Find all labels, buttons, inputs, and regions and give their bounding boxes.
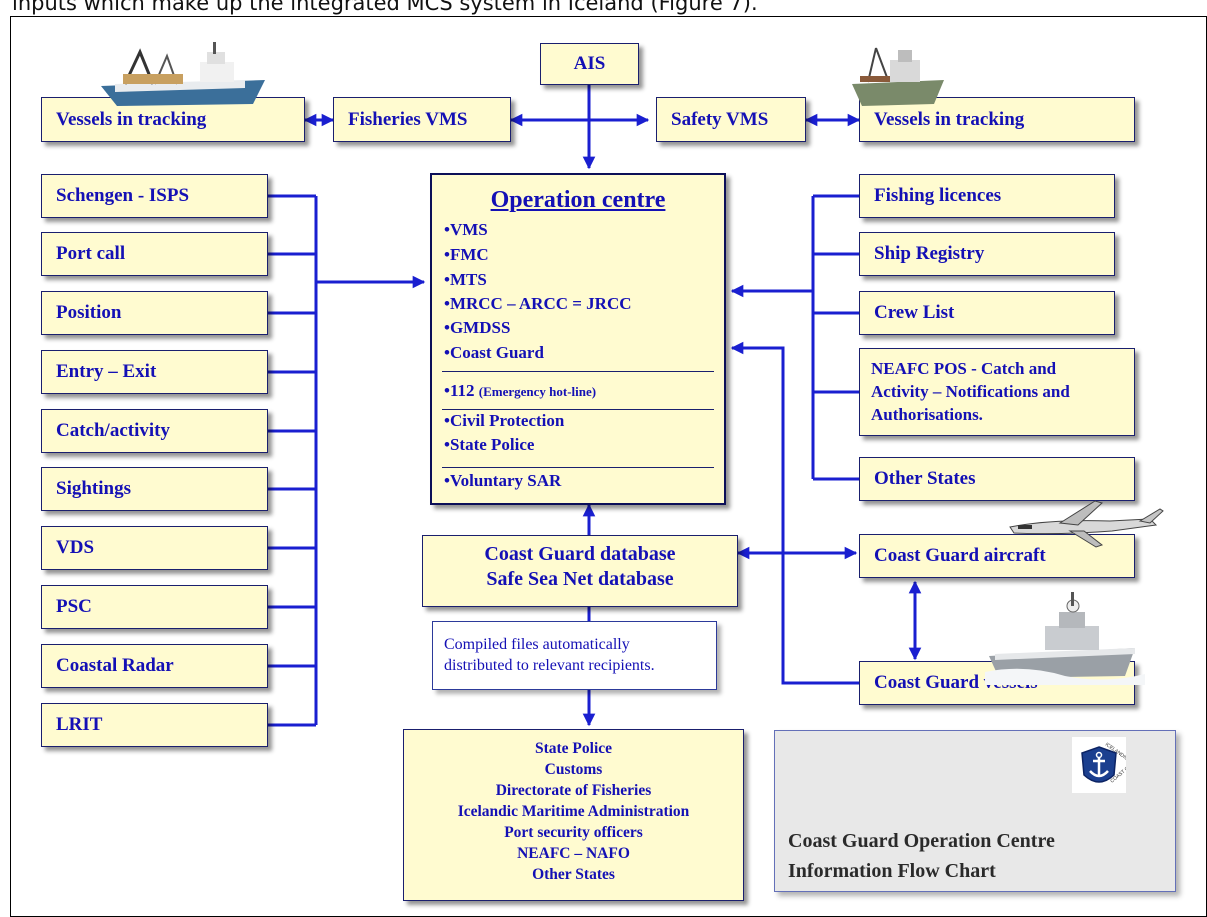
vessels-in-tracking-right-label: Vessels in tracking xyxy=(874,108,1025,130)
patrol-vessel-icon xyxy=(985,592,1145,685)
right-input-other-states: Other States xyxy=(859,457,1135,501)
op-divider xyxy=(442,409,714,410)
chart-title: Coast Guard Operation Centre Information… xyxy=(788,826,1055,886)
operation-centre-box: Operation centre •VMS •FMC •MTS •MRCC – … xyxy=(430,173,726,505)
right-input-ship-registry: Ship Registry xyxy=(859,232,1115,276)
left-input-label: PSC xyxy=(56,596,92,617)
left-input-label: Entry – Exit xyxy=(56,361,157,382)
recipient-item: Port security officers xyxy=(504,824,643,841)
fisheries-vms-box: Fisheries VMS xyxy=(333,97,511,142)
right-input-label: Ship Registry xyxy=(874,243,985,264)
left-input-label: Coastal Radar xyxy=(56,655,174,676)
left-input-label: Catch/activity xyxy=(56,420,170,441)
left-input-entry-exit: Entry – Exit xyxy=(41,350,268,394)
right-input-label: Crew List xyxy=(874,302,955,323)
fishing-boat-icon xyxy=(852,47,944,106)
recipient-item: Icelandic Maritime Administration xyxy=(457,803,690,820)
op-item-voluntary-sar: •Voluntary SAR xyxy=(444,471,562,490)
neafc-line: NEAFC POS - Catch and xyxy=(871,359,1057,378)
recipient-item: Directorate of Fisheries xyxy=(495,782,652,799)
left-input-label: Port call xyxy=(56,243,126,264)
left-input-port-call: Port call xyxy=(41,232,268,276)
right-input-neafc-pos: NEAFC POS - Catch and Activity – Notific… xyxy=(859,348,1135,436)
vessels-in-tracking-left-box: Vessels in tracking xyxy=(41,97,305,142)
op-item-mts: •MTS xyxy=(444,270,487,289)
database-line-2: Safe Sea Net database xyxy=(486,568,674,590)
safety-vms-box: Safety VMS xyxy=(656,97,806,142)
compiled-files-note: Compiled files automatically distributed… xyxy=(432,621,717,690)
hotline-note: (Emergency hot-line) xyxy=(478,384,597,399)
left-input-label: Schengen - ISPS xyxy=(56,185,190,206)
recipient-item: Other States xyxy=(532,866,615,883)
left-input-schengen-isps: Schengen - ISPS xyxy=(41,174,268,218)
op-item-gmdss: •GMDSS xyxy=(444,318,511,337)
left-input-sightings: Sightings xyxy=(41,467,268,511)
left-input-label: Position xyxy=(56,302,122,323)
coast-guard-database-box: Coast Guard database Safe Sea Net databa… xyxy=(422,535,738,607)
op-item-vms: •VMS xyxy=(444,220,488,239)
left-input-psc: PSC xyxy=(41,585,268,629)
op-divider xyxy=(442,467,714,468)
hotline-number: •112 xyxy=(444,381,475,400)
chart-title-line-1: Coast Guard Operation Centre xyxy=(788,830,1055,852)
left-input-label: Sightings xyxy=(56,478,131,499)
recipient-item: NEAFC – NAFO xyxy=(517,845,630,862)
right-input-label: Other States xyxy=(874,468,976,489)
right-input-label: Fishing licences xyxy=(874,185,1002,206)
op-item-hotline: •112 (Emergency hot-line) xyxy=(444,381,596,401)
op-item-mrcc: •MRCC – ARCC = JRCC xyxy=(444,294,632,313)
right-input-crew-list: Crew List xyxy=(859,291,1115,335)
figure-caption: inputs which make up the integrated MCS … xyxy=(12,0,758,15)
coast-guard-aircraft-box: Coast Guard aircraft xyxy=(859,534,1135,578)
op-divider xyxy=(442,371,714,372)
recipient-item: State Police xyxy=(534,740,613,757)
compiled-line: distributed to relevant recipients. xyxy=(444,657,655,674)
aircraft-label: Coast Guard aircraft xyxy=(874,545,1046,566)
left-input-lrit: LRIT xyxy=(41,703,268,747)
op-item-coast-guard: •Coast Guard xyxy=(444,343,544,362)
recipients-box: State Police Customs Directorate of Fish… xyxy=(403,729,744,901)
chart-title-line-2: Information Flow Chart xyxy=(788,860,996,882)
left-input-label: LRIT xyxy=(56,714,103,735)
safety-vms-label: Safety VMS xyxy=(671,108,769,130)
database-line-1: Coast Guard database xyxy=(484,543,676,565)
left-input-label: VDS xyxy=(56,537,95,558)
op-item-state-police: •State Police xyxy=(444,435,535,454)
op-item-fmc: •FMC xyxy=(444,245,489,264)
operation-centre-title: Operation centre xyxy=(490,187,666,213)
left-input-vds: VDS xyxy=(41,526,268,570)
compiled-line: Compiled files automatically xyxy=(444,636,630,653)
recipient-item: Customs xyxy=(544,761,603,778)
ais-label: AIS xyxy=(573,53,606,74)
neafc-line: Authorisations. xyxy=(871,405,983,424)
left-input-coastal-radar: Coastal Radar xyxy=(41,644,268,688)
right-input-fishing-licences: Fishing licences xyxy=(859,174,1115,218)
ais-box: AIS xyxy=(540,43,639,85)
aircraft-icon xyxy=(1009,500,1164,548)
vessels-in-tracking-left-label: Vessels in tracking xyxy=(56,108,207,130)
neafc-line: Activity – Notifications and xyxy=(871,382,1070,401)
left-input-position: Position xyxy=(41,291,268,335)
fisheries-vms-label: Fisheries VMS xyxy=(348,108,468,130)
left-input-catch-activity: Catch/activity xyxy=(41,409,268,453)
op-item-civil-protection: •Civil Protection xyxy=(444,411,565,430)
trawler-ship-icon xyxy=(101,42,265,106)
icelandic-coast-guard-logo-icon: ICELANDIC COAST GUARD xyxy=(1072,737,1126,793)
